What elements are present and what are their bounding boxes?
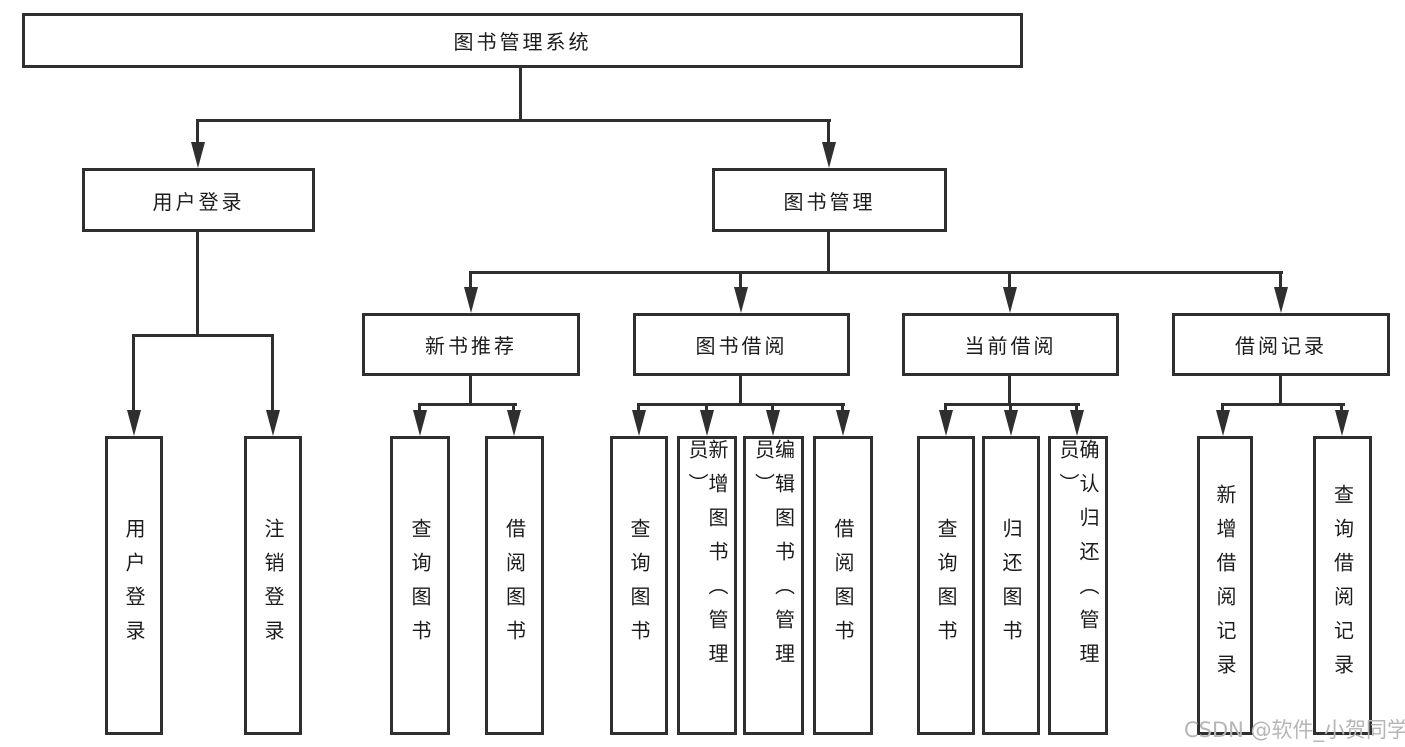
arrow-down-icon: [1070, 410, 1084, 436]
connector-line: [1340, 403, 1343, 414]
connector-line: [1075, 403, 1078, 414]
node-borrow-records-label: 借阅记录: [1235, 334, 1327, 358]
connector-line: [418, 403, 517, 406]
connector-line: [469, 271, 1283, 274]
arrow-down-icon: [1004, 410, 1018, 436]
connector-line: [196, 119, 199, 144]
connector-line: [196, 119, 831, 122]
connector-line: [705, 403, 708, 414]
connector-line: [841, 403, 844, 414]
connector-line: [1009, 403, 1012, 414]
leaf-newbook-query-label: 查询图书: [408, 517, 432, 654]
watermark: CSDN @软件_小贺同学: [1184, 718, 1405, 742]
leaf-borrow-borrow-label: 借阅图书: [831, 517, 855, 654]
leaf-newbook-borrow: 借阅图书: [485, 436, 544, 735]
node-current-borrow-label: 当前借阅: [964, 334, 1057, 358]
connector-line: [469, 376, 472, 406]
connector-line: [1279, 271, 1282, 291]
leaf-user-login-label: 用户登录: [122, 517, 146, 654]
connector-line: [1008, 376, 1011, 406]
node-user-login-label: 用户登录: [152, 189, 245, 214]
connector-line: [637, 403, 640, 414]
arrow-down-icon: [1274, 287, 1288, 313]
node-current-borrow: 当前借阅: [902, 313, 1119, 376]
arrow-down-icon: [191, 142, 205, 168]
leaf-borrow-add: 新增图书（管理员）: [677, 436, 737, 735]
leaf-current-query: 查询图书: [917, 436, 975, 735]
leaf-records-query-label: 查询借阅记录: [1330, 483, 1355, 688]
connector-line: [132, 334, 274, 337]
leaf-current-query-label: 查询图书: [934, 517, 958, 654]
connector-line: [827, 232, 830, 274]
arrow-down-icon: [266, 410, 280, 436]
arrow-down-icon: [822, 142, 836, 168]
leaf-borrow-add-label: 新增图书（管理员）: [685, 439, 729, 677]
leaf-logout-label: 注销登录: [261, 517, 285, 654]
arrow-down-icon: [464, 287, 478, 313]
leaf-borrow-edit: 编辑图书（管理员）: [743, 436, 804, 735]
node-new-book-rec: 新书推荐: [362, 313, 580, 376]
leaf-newbook-query: 查询图书: [390, 436, 450, 735]
leaf-borrow-query-label: 查询图书: [627, 517, 651, 654]
leaf-newbook-borrow-label: 借阅图书: [502, 517, 527, 654]
connector-line: [519, 68, 522, 122]
leaf-borrow-query: 查询图书: [610, 436, 668, 735]
node-root-label: 图书管理系统: [453, 30, 592, 54]
leaf-current-confirm-label: 确认归还（管理员）: [1056, 439, 1100, 677]
connector-line: [196, 232, 199, 337]
node-user-login: 用户登录: [82, 168, 315, 232]
connector-line: [1221, 403, 1345, 406]
arrow-down-icon: [1003, 287, 1017, 313]
arrow-down-icon: [939, 410, 953, 436]
leaf-current-confirm: 确认归还（管理员）: [1048, 436, 1108, 735]
connector-line: [1221, 403, 1224, 414]
node-book-borrow-label: 图书借阅: [695, 334, 788, 358]
leaf-user-login: 用户登录: [105, 436, 163, 735]
arrow-down-icon: [700, 410, 714, 436]
connector-line: [469, 271, 472, 291]
connector-line: [739, 271, 742, 291]
leaf-records-add-label: 新增借阅记录: [1213, 483, 1237, 688]
arrow-down-icon: [127, 410, 141, 436]
leaf-records-add: 新增借阅记录: [1197, 436, 1253, 735]
connector-line: [132, 334, 135, 412]
node-root: 图书管理系统: [22, 13, 1023, 68]
arrow-down-icon: [1216, 410, 1230, 436]
node-book-borrow: 图书借阅: [633, 313, 850, 376]
arrow-down-icon: [734, 287, 748, 313]
connector-line: [418, 403, 421, 414]
connector-line: [512, 403, 515, 414]
connector-line: [827, 119, 830, 144]
arrow-down-icon: [836, 410, 850, 436]
arrow-down-icon: [413, 410, 427, 436]
connector-line: [944, 403, 947, 414]
leaf-logout: 注销登录: [244, 436, 302, 735]
connector-line: [771, 403, 774, 414]
arrow-down-icon: [632, 410, 646, 436]
connector-line: [739, 376, 742, 406]
leaf-current-return: 归还图书: [982, 436, 1040, 735]
connector-line: [944, 403, 1080, 406]
leaf-borrow-borrow: 借阅图书: [813, 436, 873, 735]
arrow-down-icon: [766, 410, 780, 436]
connector-line: [637, 403, 845, 406]
leaf-records-query: 查询借阅记录: [1313, 436, 1372, 735]
leaf-borrow-edit-label: 编辑图书（管理员）: [751, 439, 796, 677]
node-book-mgmt-label: 图书管理: [783, 189, 876, 214]
connector-line: [1279, 376, 1282, 406]
arrow-down-icon: [507, 410, 521, 436]
node-borrow-records: 借阅记录: [1172, 313, 1390, 376]
leaf-current-return-label: 归还图书: [999, 517, 1023, 654]
node-book-mgmt: 图书管理: [712, 168, 947, 232]
arrow-down-icon: [1335, 410, 1349, 436]
connector-line: [271, 334, 274, 412]
connector-line: [1008, 271, 1011, 291]
node-new-book-rec-label: 新书推荐: [425, 334, 517, 358]
